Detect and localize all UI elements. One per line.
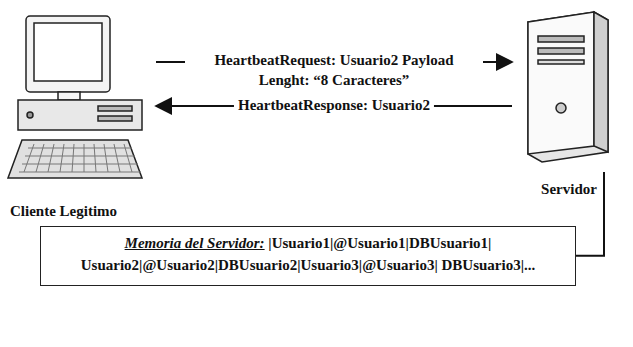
keyboard-keys (19, 144, 141, 172)
edge-label: HeartbeatRequest: Usuario2 Payload Lengh… (185, 51, 483, 90)
node-label: Cliente Legitimo (6, 203, 156, 220)
server: Servidor (512, 8, 626, 198)
node-label: Servidor (512, 181, 626, 198)
memory-box: Memoria del Servidor: |Usuario1|@Usuario… (40, 226, 576, 286)
client-computer: Cliente Legitimo (6, 10, 156, 220)
memory-heading: Memoria del Servidor: (125, 235, 265, 251)
computer-icon (8, 16, 142, 178)
server-icon (528, 12, 608, 162)
edge-label: HeartbeatResponse: Usuario2 (234, 96, 434, 116)
